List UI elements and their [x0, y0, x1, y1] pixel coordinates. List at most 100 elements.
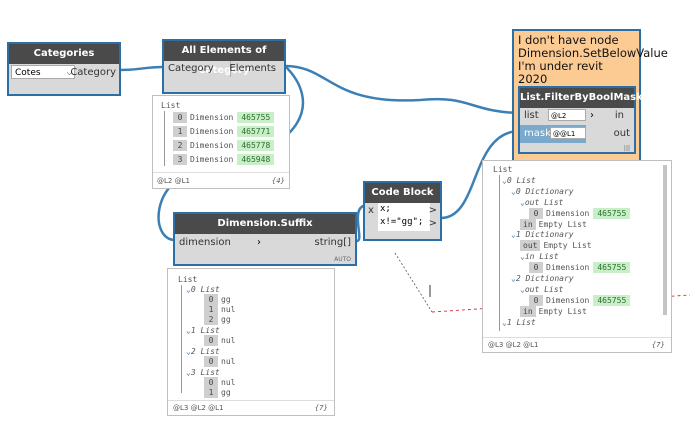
filter-list-port[interactable]: list: [524, 110, 539, 121]
category-dropdown-value: Cotes: [15, 68, 41, 78]
note-line-3: I'm under revit 2020: [518, 59, 603, 86]
index-badge: 0: [529, 294, 543, 306]
preview-root-label: List: [178, 275, 198, 284]
preview-row: ⌄0 Dictionary: [511, 186, 574, 197]
preview-group-label: ⌄1 List: [186, 326, 220, 335]
preview-row: ⌄0 List: [502, 175, 536, 186]
tree-guide: [181, 285, 182, 393]
all-elements-node-title: All Elements of Category: [164, 41, 284, 76]
row-label: Dimension: [546, 295, 590, 305]
element-id-badge: 465755: [593, 294, 631, 306]
code-block-input-port[interactable]: x: [368, 205, 374, 216]
code-block-node[interactable]: Code Block x x; x!="gg"; > >: [363, 181, 442, 241]
preview-row: ⌄1 List: [502, 317, 536, 328]
filter-in-port[interactable]: in: [614, 110, 624, 121]
preview-count: {4}: [271, 177, 285, 185]
preview-levels: @L3 @L2 @L1: [488, 341, 539, 349]
dimension-suffix-node-title: Dimension.Suffix: [175, 214, 355, 234]
chevron-down-icon: ⌵: [66, 69, 72, 77]
chevron-right-icon: ›: [257, 237, 261, 248]
row-label: 1 List: [506, 317, 536, 327]
chevron-down-icon[interactable]: ⌄: [511, 274, 516, 283]
chevron-down-icon[interactable]: ⌄: [511, 186, 516, 196]
chevron-down-icon[interactable]: ⌄: [520, 252, 525, 262]
row-label: 1 Dictionary: [515, 230, 574, 240]
row-label: Empty List: [543, 241, 592, 251]
preview-row: ⌄out List: [520, 197, 563, 208]
index-badge: in: [520, 305, 536, 317]
filter-by-bool-mask-node[interactable]: List.FilterByBoolMask list @L2 › in mask…: [518, 86, 643, 154]
filter-out-port[interactable]: out: [613, 128, 630, 139]
code-block-output-port-2[interactable]: >: [428, 218, 437, 229]
code-line-2: x!="gg";: [380, 217, 424, 227]
code-block-output-port-1[interactable]: >: [428, 205, 437, 216]
index-badge: in: [520, 218, 536, 230]
code-block-node-title: Code Block: [365, 183, 440, 203]
chevron-down-icon[interactable]: ⌄: [502, 175, 507, 185]
red-dashed-line: [431, 294, 690, 313]
dimension-suffix-node[interactable]: Dimension.Suffix dimension › string[] AU…: [173, 212, 357, 266]
row-label: Empty List: [538, 219, 587, 229]
wire-codeblock-to-filter-mask[interactable]: [440, 129, 521, 220]
preview-group-label: ⌄2 List: [186, 347, 220, 356]
note-line-1: I don't have node: [518, 33, 619, 47]
row-label: 0 Dictionary: [515, 186, 574, 196]
chevron-down-icon[interactable]: ⌄: [511, 230, 516, 240]
chevron-right-icon: ›: [590, 110, 594, 121]
chevron-down-icon[interactable]: ⌄: [502, 317, 507, 327]
dashed-guide-line: [394, 252, 433, 313]
lacing-label: |||: [623, 145, 630, 152]
chevron-down-icon[interactable]: ⌄: [520, 284, 525, 294]
scrollbar-thumb[interactable]: [663, 165, 667, 315]
port-divider: [230, 61, 231, 77]
categories-node[interactable]: Categories Cotes ⌵ Category: [7, 42, 121, 96]
wire-elements-to-filter-list[interactable]: [284, 64, 521, 115]
preview-levels: @L3 @L2 @L1: [173, 404, 224, 412]
index-badge: 0: [529, 262, 543, 274]
category-dropdown[interactable]: Cotes ⌵: [11, 65, 75, 79]
preview-footer-divider: [153, 172, 289, 173]
preview-row: ⌄1 Dictionary: [511, 229, 574, 240]
chevron-down-icon[interactable]: ⌄: [520, 197, 525, 207]
lacing-label: AUTO: [334, 256, 351, 263]
all-elements-output-port[interactable]: Elements: [229, 63, 276, 74]
row-label: Dimension: [546, 263, 590, 273]
suffix-input-port[interactable]: dimension: [179, 237, 231, 248]
suffix-output-port[interactable]: string[]: [314, 237, 351, 248]
code-editor[interactable]: x; x!="gg";: [378, 203, 430, 231]
all-elements-input-port[interactable]: Category: [168, 63, 214, 74]
all-elements-node[interactable]: All Elements of Category Category Elemen…: [162, 39, 286, 94]
tree-guide: [499, 175, 500, 331]
preview-row: ⌄in List: [520, 251, 559, 262]
preview-group-label: ⌄0 List: [186, 285, 220, 294]
preview-row: ⌄out List: [520, 284, 563, 295]
row-label: Dimension: [546, 208, 590, 218]
filter-mask-port[interactable]: mask: [524, 128, 551, 139]
preview-levels: @L2 @L1: [157, 177, 190, 185]
preview-count: {7}: [651, 341, 665, 349]
code-line-1: x;: [380, 204, 391, 214]
categories-node-title: Categories: [9, 44, 119, 64]
row-label: in List: [524, 252, 559, 262]
wire-categories-to-elements[interactable]: [119, 65, 164, 72]
note-line-2: Dimension.SetBelowValue: [518, 46, 668, 60]
categories-output-port[interactable]: Category: [70, 67, 116, 78]
mask-level-selector[interactable]: @@L1: [550, 127, 586, 139]
list-level-selector[interactable]: @L2: [548, 109, 586, 121]
mask-level-value: @@L1: [553, 130, 576, 138]
